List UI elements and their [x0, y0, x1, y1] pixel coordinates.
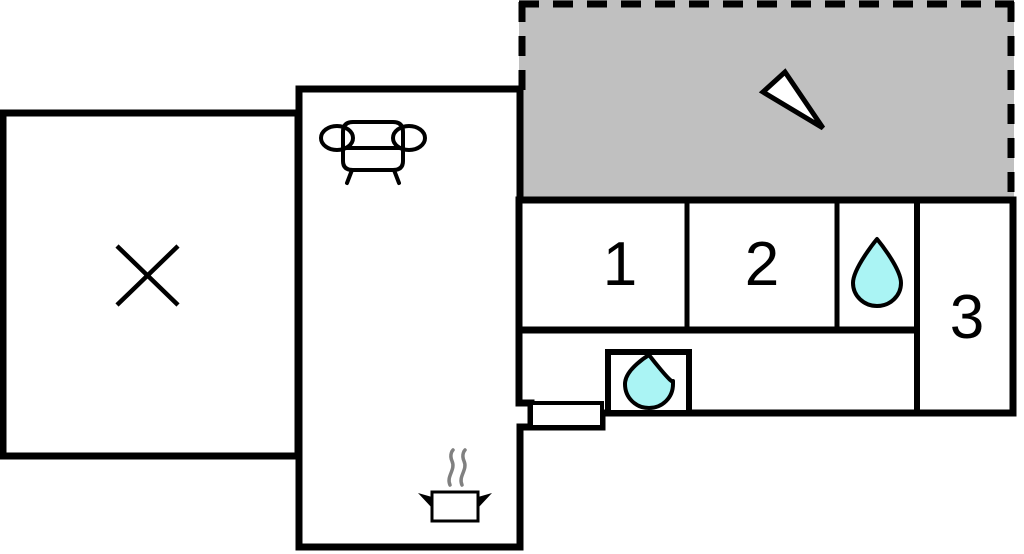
water-drop-icon [851, 237, 903, 308]
water-drop-icon [623, 353, 675, 410]
room-living-center[interactable] [295, 85, 535, 551]
terrace-area[interactable] [518, 0, 1015, 200]
room-1-label: 1 [603, 230, 637, 299]
room-living-center-walls [295, 85, 535, 551]
room-living-left-walls [0, 109, 302, 460]
terrace-fill [519, 0, 1014, 200]
room-2-label: 2 [745, 230, 779, 299]
sofa-icon [319, 120, 427, 185]
room-living-left[interactable] [0, 109, 302, 460]
terrace-triangle-icon [758, 68, 826, 131]
door-icon[interactable] [529, 401, 604, 429]
cross-icon [115, 244, 180, 307]
room-3-label: 3 [950, 283, 984, 352]
cooking-pot-icon [418, 448, 492, 523]
